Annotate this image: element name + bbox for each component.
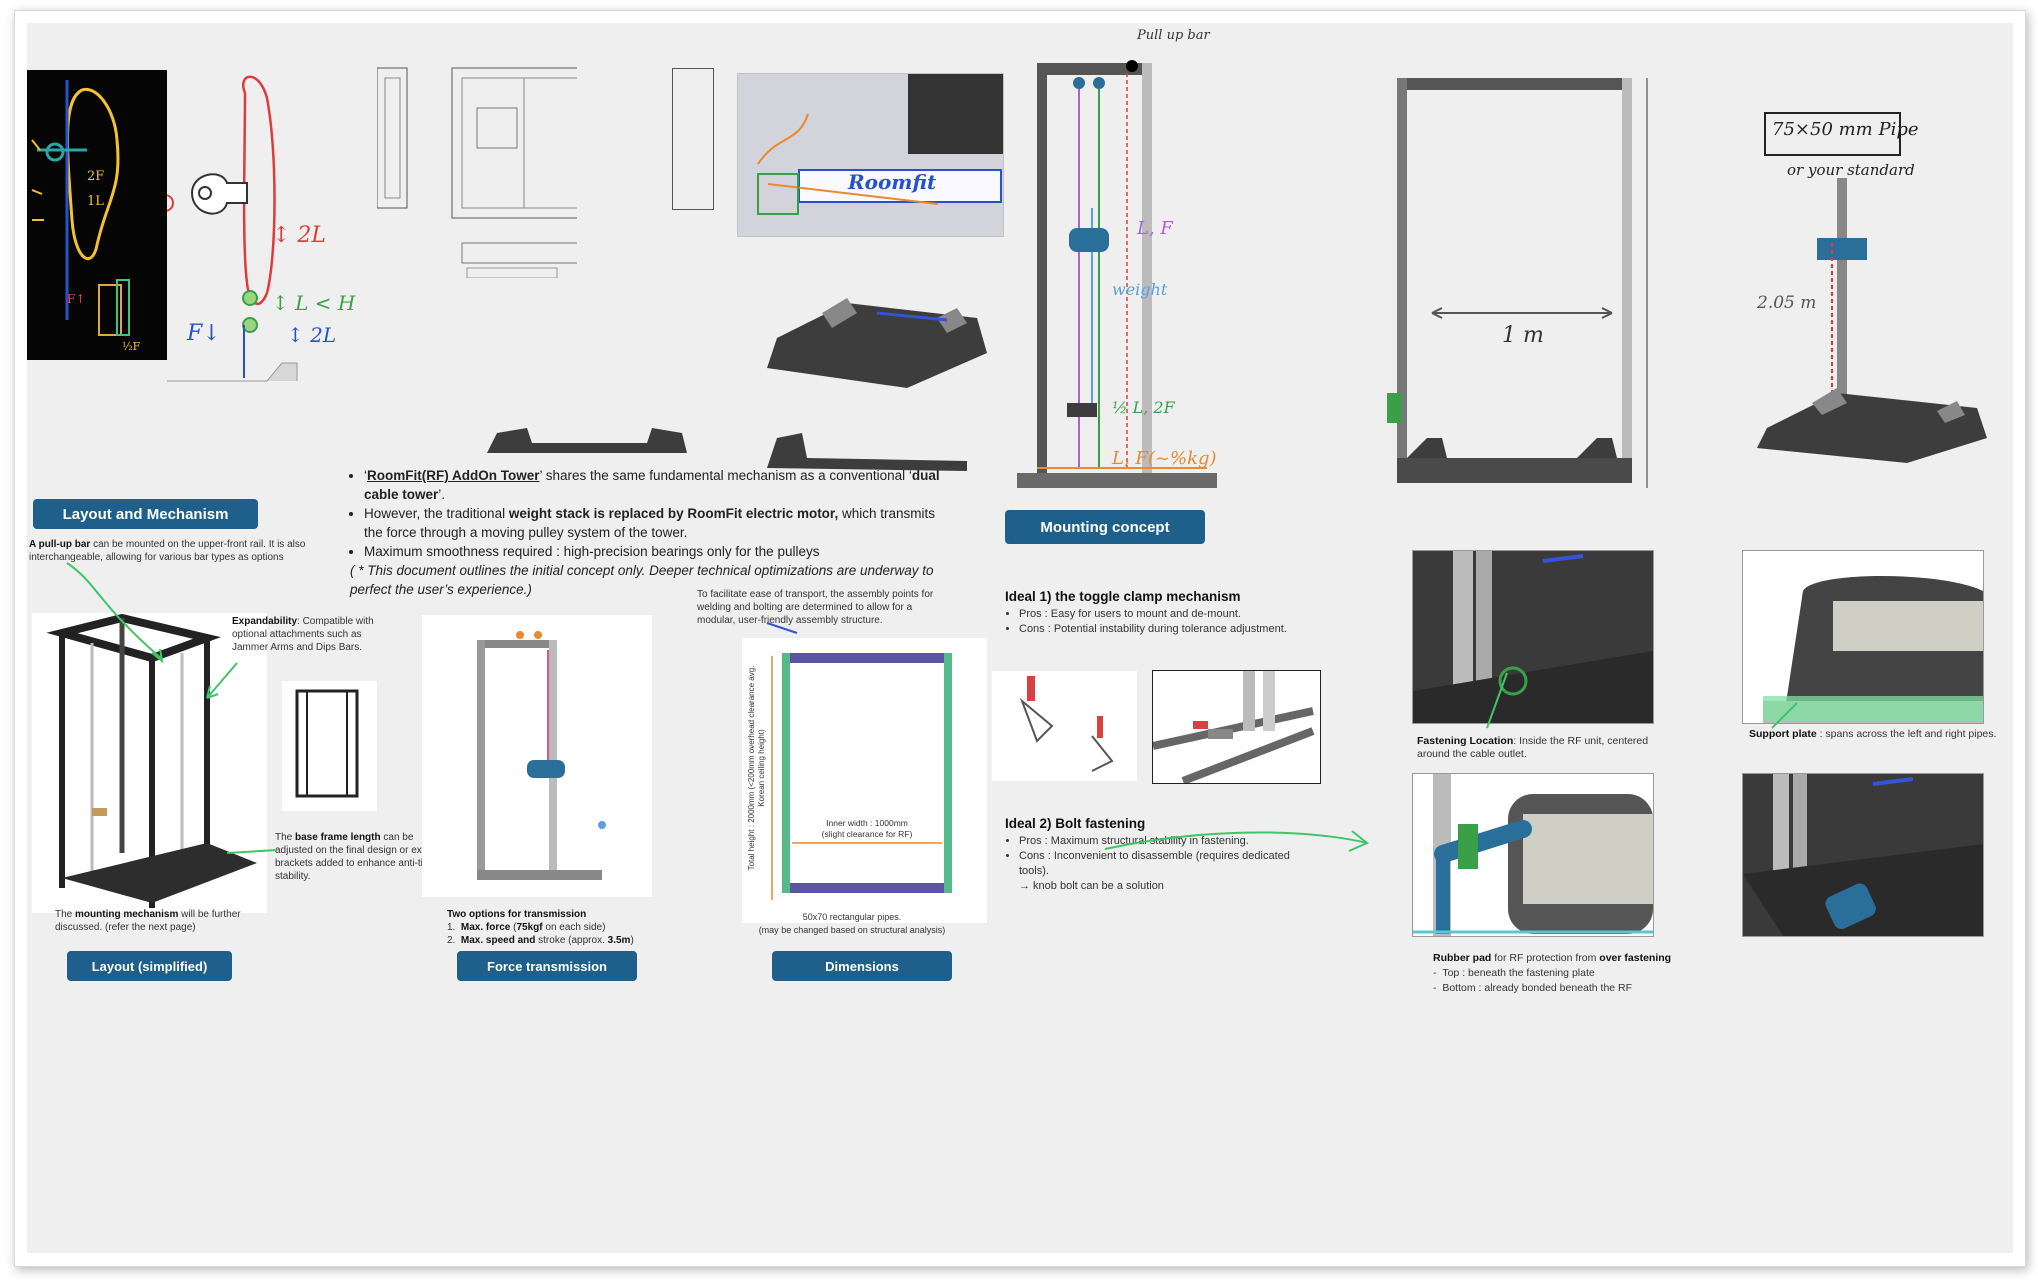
force-options-title: Two options for transmission (447, 909, 587, 920)
layout-render (32, 613, 267, 913)
annotation-arrows (66, 562, 1798, 854)
intro-bullet-3: Maximum smoothness required : high-preci… (364, 542, 957, 561)
slide-board: 2F 1L F↑ ½F ↕ 2L ↕ L < H F↓ ↕ 2L (14, 10, 2026, 1267)
pipe-height-label: 2.05 m (1757, 293, 1817, 313)
tower-L-F: L, F (1137, 218, 1173, 239)
ideal-2-cons: Cons : Inconvenient to disassemble (requ… (1019, 849, 1315, 879)
toggle-clamp-images (992, 671, 1137, 781)
tower-sketch-cable: Pull up bar L, F weight ½ L, 2F L, F(~%k… (1007, 28, 1257, 488)
toggle-clamp-render (1152, 670, 1321, 784)
mounting-concept-label: Mounting concept (1005, 510, 1205, 544)
bolt-bottom-render (1742, 773, 1984, 937)
pipe-standard-sketch: 75×50 mm Pipe or your standard 2.05 m (1757, 93, 2007, 493)
inner-width-note: Inner width : 1000mm(slight clearance fo… (821, 818, 913, 839)
pipes-note: 50x70 rectangular pipes.(may be changed … (758, 912, 946, 935)
roomfit-side-render-2 (767, 433, 967, 473)
dimensions-label: Dimensions (772, 951, 952, 981)
transport-note: To facilitate ease of transport, the ass… (697, 589, 934, 626)
dimensions-drawing: Total height : 2000mm (<200mm overhead c… (742, 638, 987, 923)
ideal-2-list: Pros : Maximum structural stability in f… (1005, 834, 1315, 894)
sketch-L-lt-H: ↕ L < H (272, 291, 356, 315)
ideal-1-pros: Pros : Easy for users to mount and de-mo… (1019, 607, 1305, 622)
tower-half-L: ½ L, 2F (1112, 398, 1175, 417)
tower-frame-1m: 1 m (1387, 63, 1677, 493)
support-plate-note: Support plate : spans across the left an… (1749, 728, 1997, 740)
roomfit-handwritten-logo: Roomfit (848, 170, 937, 194)
pullup-note: A pull-up bar can be mounted on the uppe… (29, 539, 306, 563)
tower-L-F-kg: L, F(~%kg) (1112, 448, 1217, 469)
pipe-standard-sub: or your standard (1787, 161, 1915, 179)
layout-simplified-label: Layout (simplified) (67, 951, 232, 981)
pull-up-bar-note: Pull up bar (1137, 28, 1210, 43)
roomfit-side-render-1 (487, 423, 687, 455)
force-transmission-label: Force transmission (457, 951, 637, 981)
whiteboard-canvas: 2F 1L F↑ ½F ↕ 2L ↕ L < H F↓ ↕ 2L (27, 23, 2013, 1253)
sketch-F-down: F↓ (187, 321, 221, 346)
svg-text:F↑: F↑ (67, 292, 85, 306)
ideal-2-note: → knob bolt can be a solution (1019, 880, 1164, 892)
ideal-1-title: Ideal 1) the toggle clamp mechanism (1005, 589, 1241, 604)
intro-bullets: ‘RoomFit(RF) AddOn Tower’ shares the sam… (342, 466, 957, 599)
base-frame-note: The base frame length can be adjusted on… (275, 832, 434, 882)
intro-bullet-1: ‘RoomFit(RF) AddOn Tower’ shares the sam… (364, 466, 957, 504)
layout-thumbnail (282, 681, 377, 811)
fastening-location-render (1412, 550, 1654, 724)
force-option-2: 2. Max. speed and stroke (approx. 3.5m) (447, 935, 634, 946)
roomfit-device-render (757, 278, 997, 388)
black-sketch-drawing: 2F 1L F↑ ½F (31, 80, 141, 353)
sketch-2L-blue: ↕ 2L (287, 323, 337, 347)
force-render (422, 615, 652, 897)
fastening-location-note: Fastening Location: Inside the RF unit, … (1417, 735, 1649, 760)
pipe-size-label: 75×50 mm Pipe (1772, 119, 1919, 140)
ideal-1-cons: Cons : Potential instability during tole… (1019, 622, 1305, 637)
technical-drawing (377, 58, 577, 278)
support-plate-render (1742, 550, 1984, 724)
svg-text:½F: ½F (122, 340, 141, 353)
force-options: Two options for transmission 1. Max. for… (447, 908, 677, 947)
tower-weight: weight (1112, 280, 1168, 299)
one-meter-label: 1 m (1502, 323, 1544, 348)
rubber-pad-note: Rubber pad for RF protection from over f… (1433, 951, 1753, 996)
pulley-loop-sketch: ↕ 2L ↕ L < H F↓ ↕ 2L (167, 53, 387, 383)
svg-text:2F: 2F (87, 169, 104, 184)
intro-note: ( * This document outlines the initial c… (350, 563, 934, 597)
ideal-2-title: Ideal 2) Bolt fastening (1005, 816, 1146, 831)
roomfit-screenshot: Roomfit (737, 73, 1004, 237)
layout-mechanism-label: Layout and Mechanism (33, 499, 258, 529)
expandability-note: Expandability: Compatible with optional … (232, 616, 374, 653)
rubber-pad-bottom: - Bottom : already bonded beneath the RF (1433, 982, 1633, 994)
rubber-pad-top: - Top : beneath the fastening plate (1433, 967, 1595, 979)
rubber-pad-title: Rubber pad for RF protection from over f… (1433, 952, 1672, 964)
mounting-note: The mounting mechanism will be further d… (55, 909, 241, 933)
sketch-2L: ↕ 2L (272, 223, 327, 248)
ideal-2-pros: Pros : Maximum structural stability in f… (1019, 834, 1315, 849)
svg-text:1L: 1L (87, 194, 104, 209)
black-sketch-panel: 2F 1L F↑ ½F (27, 70, 167, 360)
intro-bullet-2: However, the traditional weight stack is… (364, 504, 957, 542)
force-option-1: 1. Max. force (75kgf on each side) (447, 922, 606, 933)
ideal-1-list: Pros : Easy for users to mount and de-mo… (1005, 607, 1305, 637)
bolt-fastening-render (1412, 773, 1654, 937)
technical-drawing-side (672, 68, 714, 210)
